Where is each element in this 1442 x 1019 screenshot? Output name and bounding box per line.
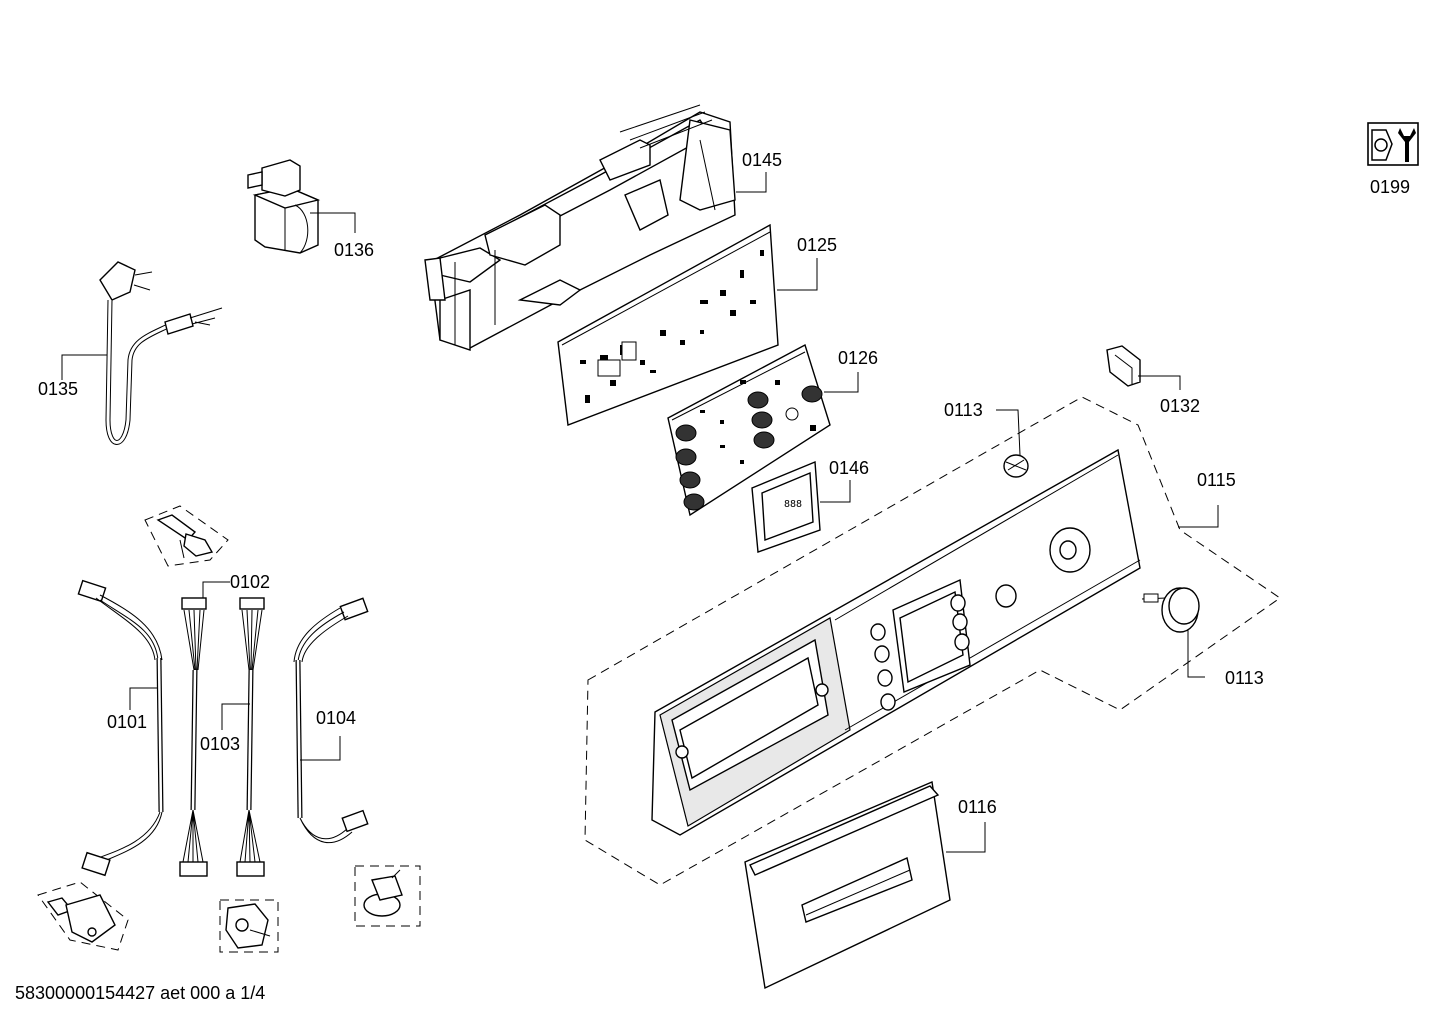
label-0104: 0104 xyxy=(316,708,356,728)
part-0146-display-frame: 888 xyxy=(751,460,821,553)
part-0135-power-cord xyxy=(99,261,223,445)
label-0132: 0132 xyxy=(1160,396,1200,416)
part-0103-harness xyxy=(236,597,265,877)
part-0145-housing xyxy=(424,104,736,351)
part-0113-knob xyxy=(1141,587,1200,633)
leader-0125 xyxy=(777,258,818,291)
part-0136-filter xyxy=(247,159,321,254)
part-0132-clip xyxy=(1106,345,1141,387)
label-0126: 0126 xyxy=(838,348,878,368)
label-0115: 0115 xyxy=(1197,470,1236,490)
leader-0145 xyxy=(736,172,767,193)
part-sensor xyxy=(144,505,229,567)
part-0113-knob-cap xyxy=(1003,454,1029,478)
panel-group-outline xyxy=(584,396,1281,886)
label-0113-right: 0113 xyxy=(1225,668,1264,688)
part-valve-left xyxy=(37,881,129,951)
part-0102-harness xyxy=(179,597,208,877)
leader-0113-top xyxy=(996,409,1021,456)
service-wrench-icon xyxy=(1367,122,1419,166)
part-pressure-switch xyxy=(354,865,421,927)
label-0102: 0102 xyxy=(230,572,270,592)
leader-0113-right xyxy=(1187,630,1205,678)
leader-0132 xyxy=(1138,375,1181,390)
part-0115-control-panel xyxy=(651,448,1141,836)
part-0126-control-module xyxy=(667,343,831,517)
leader-0115 xyxy=(1178,505,1219,528)
label-0125: 0125 xyxy=(797,235,837,255)
leader-0136 xyxy=(310,212,356,233)
leader-0101 xyxy=(129,687,158,710)
leader-0135 xyxy=(61,354,107,380)
label-0113-top: 0113 xyxy=(944,400,983,420)
leader-0146 xyxy=(820,480,851,503)
leader-0116 xyxy=(946,822,986,853)
part-0125-power-module xyxy=(557,223,779,426)
document-id-footer: 58300000154427 aet 000 a 1/4 xyxy=(15,983,265,1003)
part-valve-middle xyxy=(219,899,279,953)
leader-0104 xyxy=(300,736,341,761)
leader-0126 xyxy=(824,372,859,393)
part-0101-harness xyxy=(77,579,164,877)
label-0146: 0146 xyxy=(829,458,869,478)
label-0101: 0101 xyxy=(107,712,147,732)
svg-text:888: 888 xyxy=(784,499,802,510)
label-0136: 0136 xyxy=(334,240,374,260)
label-0103: 0103 xyxy=(200,734,240,754)
label-0145: 0145 xyxy=(742,150,782,170)
label-0135: 0135 xyxy=(38,379,78,399)
part-0116-dispenser-handle xyxy=(744,781,951,990)
leader-0103 xyxy=(221,703,250,730)
part-0104-harness xyxy=(293,597,369,844)
label-0116: 0116 xyxy=(958,797,997,817)
label-0199: 0199 xyxy=(1370,177,1410,197)
leader-0102 xyxy=(202,581,230,598)
